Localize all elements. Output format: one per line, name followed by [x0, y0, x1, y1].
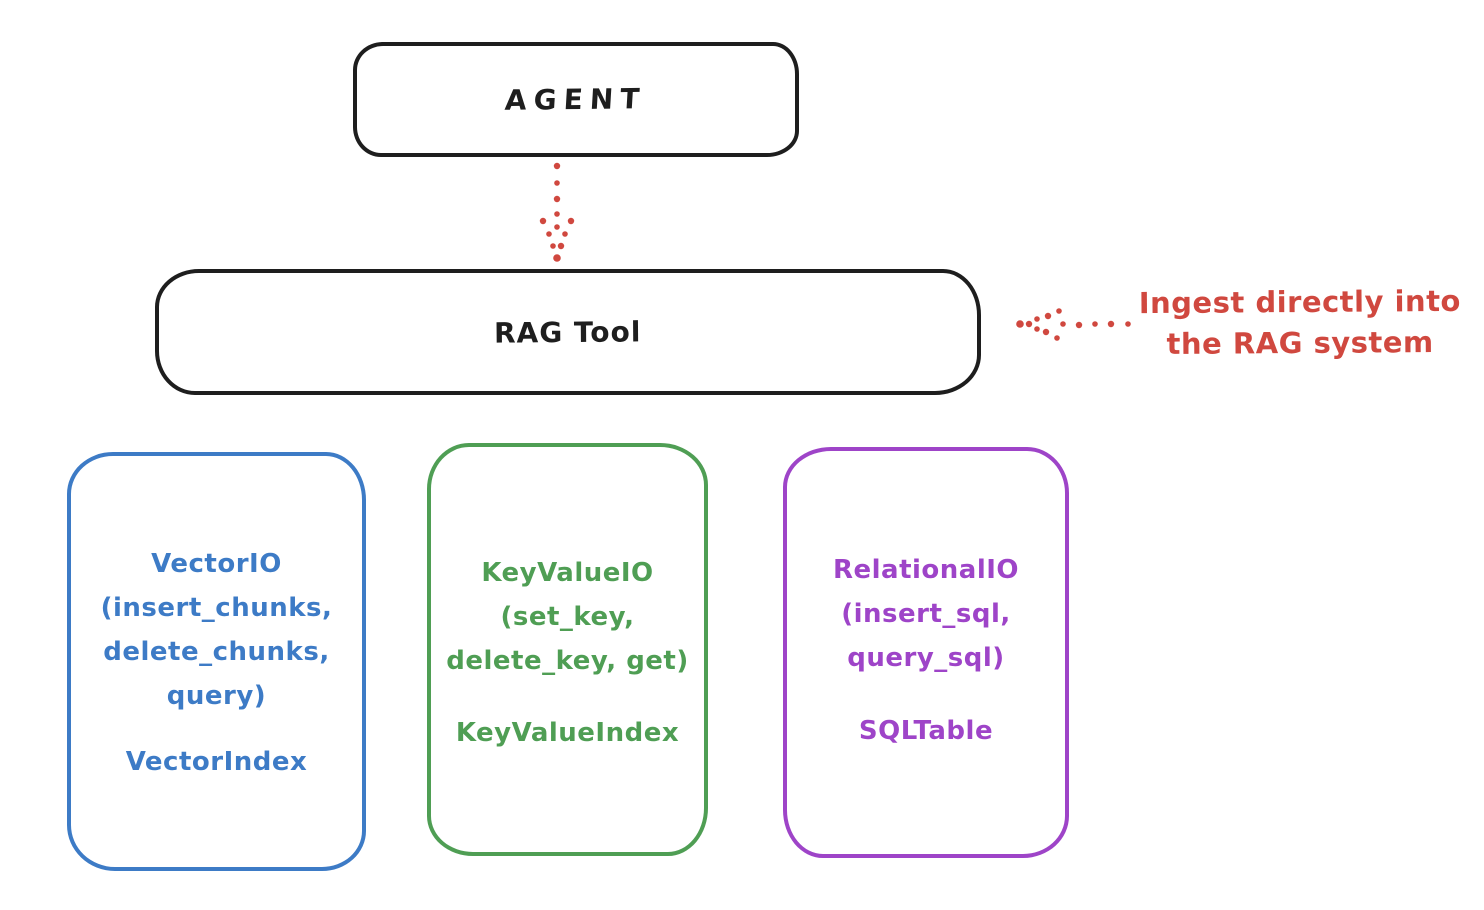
dotted-arrow-down-icon: [539, 162, 575, 262]
agent-label: AGENT: [504, 82, 648, 117]
annotation-ingest-note: Ingest directly into the RAG system: [1128, 281, 1473, 365]
sql-table-label: SQLTable: [858, 716, 994, 746]
vector-io-line: VectorIO: [151, 549, 282, 579]
vector-io-line: query): [166, 681, 267, 711]
keyvalue-io-line: (set_key,: [500, 602, 635, 632]
vector-io-line: (insert_chunks,: [100, 593, 333, 623]
relational-io-line: (insert_sql,: [841, 599, 1011, 629]
relational-io-line: RelationalIO: [832, 555, 1020, 585]
relational-io-line: query_sql): [847, 643, 1005, 673]
relational-io-box: RelationalIO (insert_sql, query_sql) SQL…: [783, 447, 1069, 858]
keyvalue-index-label: KeyValueIndex: [455, 718, 680, 748]
vector-index-label: VectorIndex: [125, 747, 308, 777]
annotation-line-1: Ingest directly into: [1138, 283, 1462, 321]
keyvalue-io-line: delete_key, get): [446, 646, 689, 676]
annotation-line-2: the RAG system: [1166, 325, 1434, 361]
vector-io-line: delete_chunks,: [103, 637, 330, 667]
keyvalue-io-box: KeyValueIO (set_key, delete_key, get) Ke…: [427, 443, 708, 856]
agent-box: AGENT: [353, 42, 799, 157]
dotted-arrow-left-icon: [1016, 308, 1131, 341]
rag-tool-box: RAG Tool: [155, 269, 981, 395]
rag-tool-label: RAG Tool: [494, 314, 642, 350]
keyvalue-io-line: KeyValueIO: [481, 558, 654, 588]
vector-io-box: VectorIO (insert_chunks, delete_chunks, …: [67, 452, 366, 871]
